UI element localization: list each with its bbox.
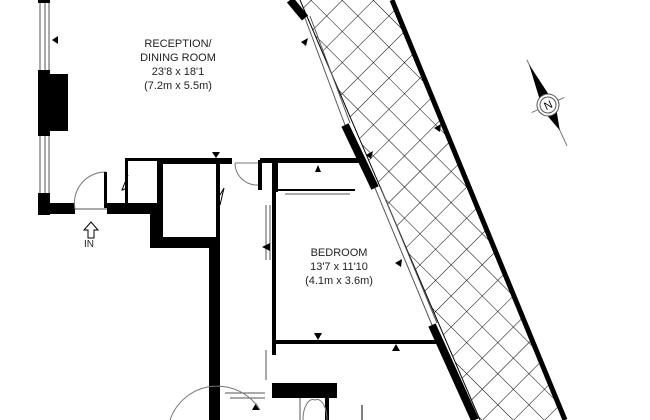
room-label-bedroom: BEDROOM 13'7 x 11'10 (4.1m x 3.6m)	[289, 246, 389, 288]
room-name: DINING ROOM	[140, 52, 216, 64]
room-dimensions-metric: (4.1m x 3.6m)	[305, 275, 373, 287]
room-label-reception: RECEPTION/ DINING ROOM 23'8 x 18'1 (7.2m…	[118, 37, 238, 93]
balcony	[286, 0, 568, 420]
room-dimensions-imperial: 23'8 x 18'1	[151, 66, 205, 78]
exterior-walls	[38, 0, 436, 420]
entrance-label: IN	[84, 239, 94, 250]
room-dimensions-metric: (7.2m x 5.5m)	[144, 80, 212, 92]
entrance-arrow-icon	[82, 221, 100, 239]
room-dimensions-imperial: 13'7 x 11'10	[310, 261, 368, 273]
north-arrow-icon: N	[526, 59, 568, 146]
room-name: RECEPTION/	[144, 38, 212, 50]
room-name: BEDROOM	[310, 247, 368, 259]
